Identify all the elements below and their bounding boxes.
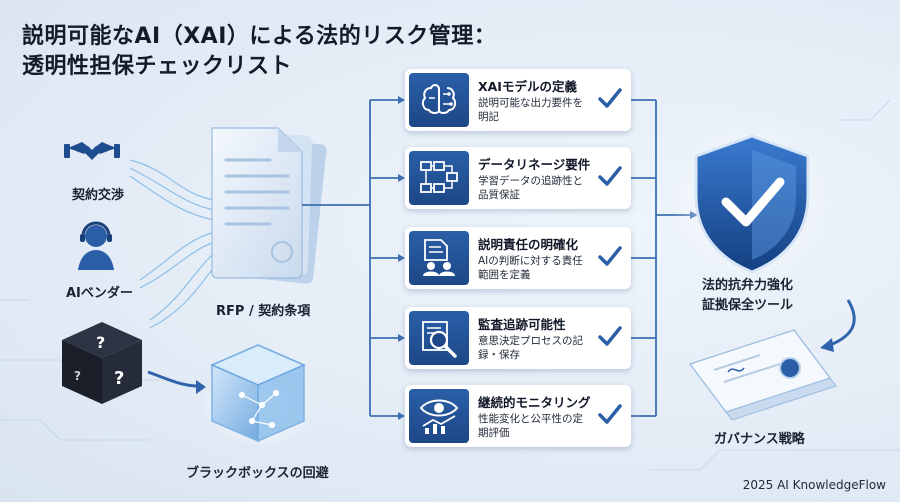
- transparent-cube: [198, 344, 318, 449]
- blackbox-arrowhead: [196, 380, 206, 394]
- check-icon: [598, 326, 622, 346]
- flow-waves: [129, 159, 219, 329]
- card-description: 性能変化と公平性の定期評価: [478, 413, 583, 439]
- branch-lines: [302, 99, 690, 417]
- page-title: 説明可能なAI（XAI）による法的リスク管理： 透明性担保チェックリスト: [22, 22, 496, 82]
- data-flow-icon: [420, 161, 458, 193]
- svg-text:?: ?: [96, 333, 105, 352]
- shield-icon: [670, 118, 834, 282]
- branch-arrowheads: [398, 96, 698, 420]
- card-title: 監査追跡可能性: [478, 317, 566, 332]
- title-line-2: 透明性担保チェックリスト: [22, 54, 293, 79]
- vendor-label: AIベンダー: [66, 286, 133, 301]
- check-icon: [598, 246, 622, 266]
- title-line-1: 説明可能なAI（XAI）による法的リスク管理：: [22, 24, 497, 49]
- audit-magnifier-icon: [422, 321, 457, 358]
- card-title: データリネージ要件: [478, 157, 591, 172]
- card-title: XAIモデルの定義: [478, 79, 577, 94]
- check-icon: [598, 88, 622, 108]
- contract-document-icon: [211, 127, 327, 284]
- governance-label: ガバナンス戦略: [714, 432, 805, 447]
- eye-chart-icon: [419, 399, 459, 434]
- checklist-card-accountability: 説明責任の明確化 AIの判断に対する責任範囲を定義: [405, 227, 631, 289]
- brain-circuit-icon: [421, 84, 457, 114]
- checklist-card-xai-model: XAIモデルの定義 説明可能な出力要件を明記: [405, 69, 631, 131]
- checklist-card-audit-trail: 監査追跡可能性 意思決定プロセスの記録・保存: [405, 307, 631, 369]
- vendor-person-icon: [78, 221, 114, 270]
- shield-label: 法的抗弁力強化 証拠保全ツール: [702, 276, 793, 316]
- governance-arrowhead: [820, 338, 834, 352]
- card-title: 説明責任の明確化: [478, 237, 579, 252]
- check-icon: [598, 166, 622, 186]
- checklist-card-monitoring: 継続的モニタリング 性能変化と公平性の定期評価: [405, 385, 631, 447]
- footer-credit: 2025 AI KnowledgeFlow: [742, 478, 886, 492]
- blackbox-avoid-label: ブラックボックスの回避: [186, 466, 329, 481]
- checklist-card-data-lineage: データリネージ要件 学習データの追跡性と品質保証: [405, 147, 631, 209]
- card-description: AIの判断に対する責任範囲を定義: [478, 255, 583, 281]
- card-description: 意思決定プロセスの記録・保存: [478, 335, 583, 361]
- shield-label-line-2: 証拠保全ツール: [702, 298, 794, 313]
- negotiation-label: 契約交渉: [72, 188, 125, 203]
- shield-label-line-1: 法的抗弁力強化: [702, 278, 794, 293]
- governance-arrow: [829, 299, 856, 347]
- certificate-document-icon: [689, 329, 837, 421]
- document-label: RFP / 契約条項: [216, 304, 311, 319]
- svg-text:?: ?: [74, 369, 81, 383]
- responsibility-icon: [423, 239, 455, 276]
- black-box-cube: ? ? ?: [62, 322, 142, 404]
- card-title: 継続的モニタリング: [478, 395, 591, 410]
- check-icon: [598, 404, 622, 424]
- blackbox-arrow: [147, 370, 197, 388]
- svg-text:?: ?: [114, 368, 124, 389]
- handshake-icon: [64, 142, 120, 160]
- card-description: 学習データの追跡性と品質保証: [478, 175, 583, 201]
- card-description: 説明可能な出力要件を明記: [478, 97, 583, 123]
